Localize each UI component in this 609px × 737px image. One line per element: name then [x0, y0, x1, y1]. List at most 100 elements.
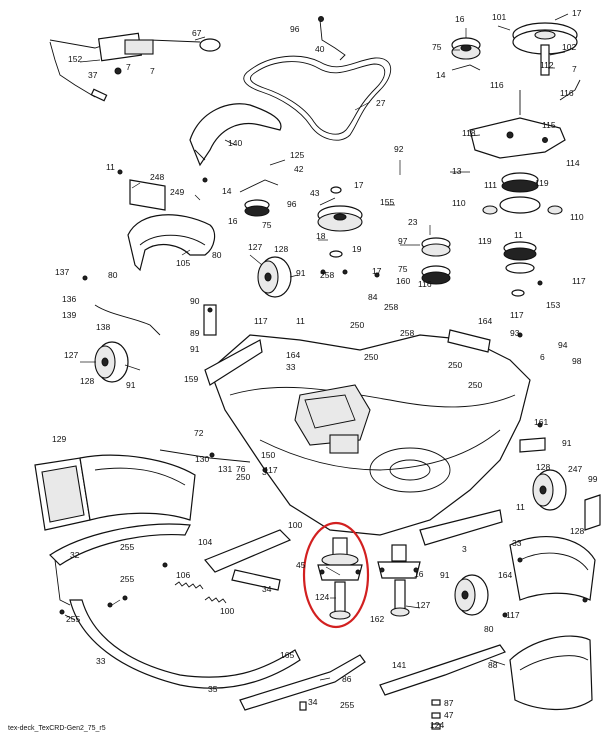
- part-label-33: 33: [96, 656, 106, 666]
- part-label-124: 124: [315, 592, 329, 602]
- part-label-112: 112: [540, 60, 554, 70]
- diagram-caption: tex-deck_TexCRD-Gen2_75_r5: [8, 725, 106, 732]
- part-label-67: 67: [192, 28, 202, 38]
- part-label-42: 42: [294, 164, 304, 174]
- part-label-11: 11: [514, 230, 523, 240]
- part-label-155: 155: [380, 197, 394, 207]
- part-label-127: 127: [416, 600, 430, 610]
- part-label-34: 34: [262, 584, 272, 594]
- part-label-164: 164: [286, 350, 300, 360]
- part-label-18: 18: [316, 231, 326, 241]
- part-label-40: 40: [315, 44, 325, 54]
- part-label-128: 128: [536, 462, 550, 472]
- part-label-91: 91: [440, 570, 450, 580]
- part-label-119: 119: [478, 236, 492, 246]
- part-label-84: 84: [368, 292, 378, 302]
- part-label-117: 117: [506, 610, 520, 620]
- part-label-106: 106: [176, 570, 190, 580]
- part-label-128: 128: [570, 526, 584, 536]
- part-label-11: 11: [106, 162, 115, 172]
- blade-35: [239, 654, 366, 711]
- part-label-130: 130: [195, 454, 209, 464]
- part-label-100: 100: [288, 520, 302, 530]
- part-label-47: 47: [444, 710, 454, 720]
- part-label-117: 117: [254, 316, 268, 326]
- part-label-87: 87: [444, 698, 454, 708]
- part-label-159: 159: [184, 374, 198, 384]
- spindle-assembly-right: [377, 544, 421, 617]
- part-label-250: 250: [236, 472, 250, 482]
- part-label-255: 255: [120, 574, 134, 584]
- part-label-116: 116: [418, 279, 432, 289]
- idler-bracket-plate: [469, 117, 566, 159]
- part-label-11: 11: [296, 316, 305, 326]
- part-label-23: 23: [408, 217, 418, 227]
- highlight-circle: [302, 521, 370, 629]
- part-label-90: 90: [190, 296, 200, 306]
- part-label-160: 160: [396, 276, 410, 286]
- part-label-3: 3: [262, 467, 267, 477]
- part-label-7: 7: [126, 62, 131, 72]
- part-label-138: 138: [96, 322, 110, 332]
- part-label-101: 101: [492, 12, 506, 22]
- part-label-86: 86: [342, 674, 352, 684]
- part-label-91: 91: [126, 380, 136, 390]
- part-label-96: 96: [287, 199, 297, 209]
- spindle-assembly-highlighted: [317, 537, 363, 620]
- part-label-80: 80: [212, 250, 222, 260]
- gauge-wheel-128-upper: [257, 256, 292, 298]
- belt-cover-140: [189, 103, 282, 167]
- gauge-wheel-128-right-upper: [532, 469, 567, 511]
- fastener-marks: [59, 169, 588, 618]
- discharge-chute-72: [34, 454, 196, 531]
- part-label-102: 102: [562, 42, 576, 52]
- part-label-93: 93: [510, 328, 520, 338]
- part-label-117: 117: [572, 276, 586, 286]
- part-label-117: 117: [264, 465, 278, 475]
- part-label-152: 152: [68, 54, 82, 64]
- part-label-97: 97: [398, 236, 408, 246]
- part-label-91: 91: [190, 344, 200, 354]
- part-label-98: 98: [572, 356, 582, 366]
- part-label-161: 161: [534, 417, 548, 427]
- part-label-258: 258: [384, 302, 398, 312]
- part-label-14: 14: [222, 186, 232, 196]
- part-label-105: 105: [176, 258, 190, 268]
- idler-pulley-stack: [482, 172, 563, 297]
- part-label-250: 250: [350, 320, 364, 330]
- part-label-7: 7: [572, 64, 577, 74]
- part-label-35: 35: [208, 684, 218, 694]
- part-label-80: 80: [484, 624, 494, 634]
- part-label-250: 250: [448, 360, 462, 370]
- part-label-96: 96: [290, 24, 300, 34]
- part-label-258: 258: [400, 328, 414, 338]
- part-label-16: 16: [414, 569, 424, 579]
- part-label-27: 27: [376, 98, 386, 108]
- part-label-128: 128: [80, 376, 94, 386]
- part-label-258: 258: [320, 270, 334, 280]
- part-label-75: 75: [262, 220, 272, 230]
- part-label-162: 162: [370, 614, 384, 624]
- part-label-250: 250: [468, 380, 482, 390]
- gauge-wheel-128-left: [94, 341, 129, 383]
- blade-86: [379, 644, 506, 696]
- part-label-33: 33: [512, 538, 522, 548]
- part-label-80: 80: [108, 270, 118, 280]
- part-label-17: 17: [354, 180, 364, 190]
- part-label-255: 255: [120, 542, 134, 552]
- part-label-127: 127: [64, 350, 78, 360]
- part-label-140: 140: [228, 138, 242, 148]
- part-label-255: 255: [340, 700, 354, 710]
- part-label-75: 75: [398, 264, 408, 274]
- part-label-72: 72: [194, 428, 204, 438]
- part-label-104: 104: [198, 537, 212, 547]
- part-label-34: 34: [308, 697, 318, 707]
- part-label-45: 45: [296, 560, 306, 570]
- part-label-100: 100: [220, 606, 234, 616]
- part-label-125: 125: [290, 150, 304, 160]
- part-label-110: 110: [570, 212, 584, 222]
- linkage-assembly: [49, 32, 221, 102]
- part-label-13: 13: [452, 166, 462, 176]
